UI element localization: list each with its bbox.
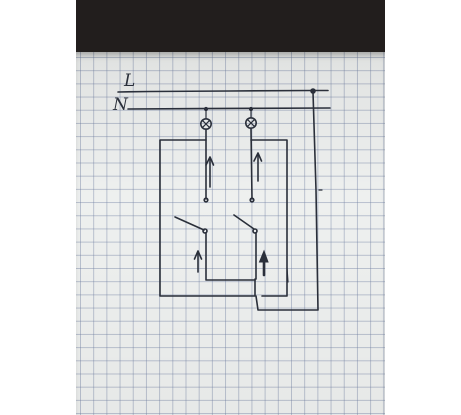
arrow-up-icon xyxy=(193,250,203,273)
terminal-right-top xyxy=(249,197,255,203)
l-drop-wire xyxy=(255,91,319,311)
outer-loop xyxy=(159,139,256,297)
arrow-up-icon xyxy=(205,156,215,188)
arrow-up-icon xyxy=(253,152,263,182)
lamp-right-icon xyxy=(245,117,258,130)
arrow-up-bold-icon xyxy=(258,249,269,277)
lamp-left-node xyxy=(203,106,209,112)
lamp-right-drop xyxy=(250,128,253,200)
outer-loop-right xyxy=(250,139,288,297)
switch-left-icon xyxy=(174,216,256,281)
lamp-right-node xyxy=(248,106,254,112)
n-bus-line xyxy=(127,107,331,110)
small-mark xyxy=(286,267,289,283)
l-bus-line xyxy=(117,89,329,93)
neutral-n-label: N xyxy=(113,95,128,115)
lamp-left-icon xyxy=(200,118,213,131)
dark-surface xyxy=(76,0,385,58)
terminal-left-top xyxy=(203,197,209,203)
grid-paper xyxy=(76,52,385,415)
line-l-label: L xyxy=(124,71,136,91)
switch-right-icon xyxy=(233,214,258,280)
